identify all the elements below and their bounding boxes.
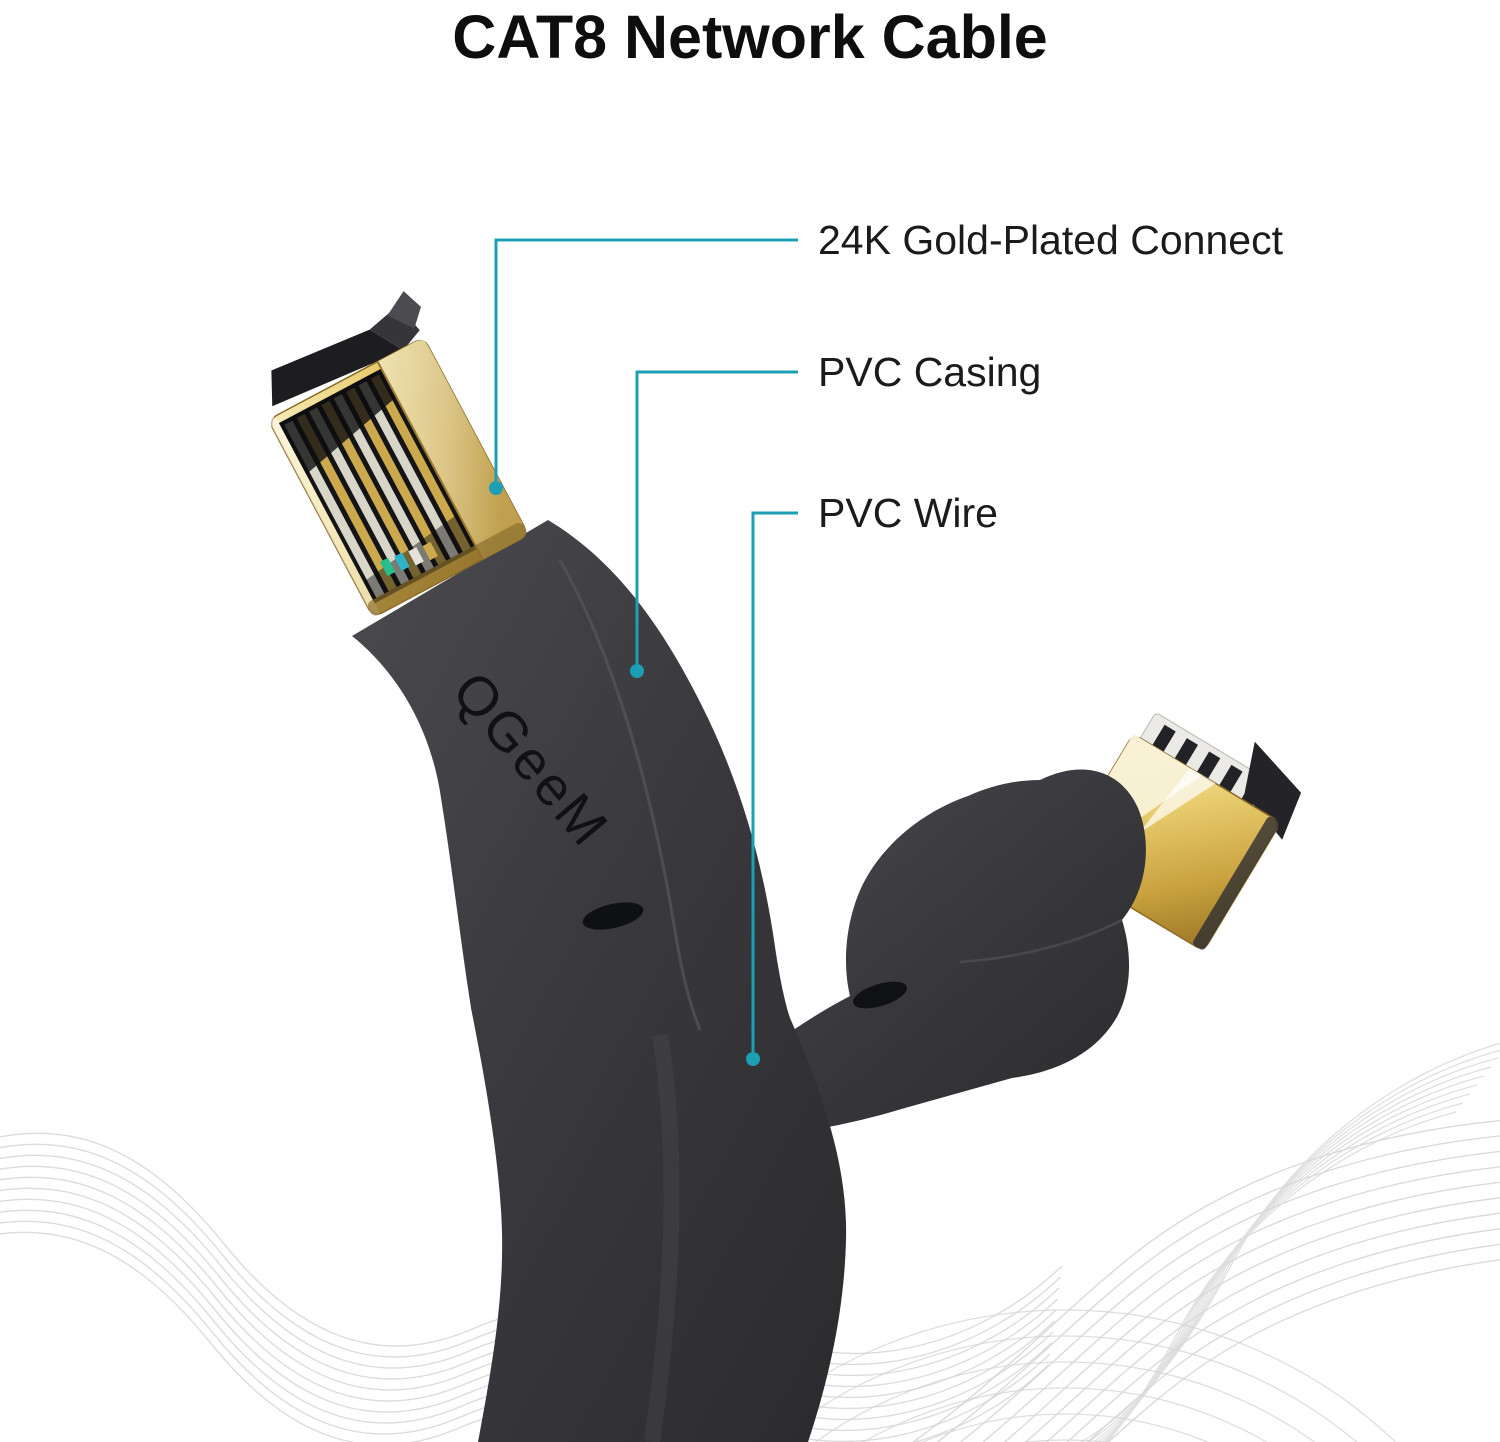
- right-connector-edge-shadow: [1193, 816, 1280, 950]
- left-connector-gold-plate: [377, 340, 526, 560]
- callout-lines: [489, 238, 798, 1066]
- callout-dot-pvc-wire: [746, 1052, 760, 1066]
- callout-line-pvc-wire: [751, 511, 798, 1052]
- page-title: CAT8 Network Cable: [452, 3, 1048, 71]
- background-waves-left: [0, 1132, 1063, 1442]
- left-boot-facet-line: [558, 559, 702, 1031]
- left-connector-pin-shadow-top: [278, 368, 397, 475]
- left-connector-pins: [284, 374, 471, 598]
- callout-line-pvc-casing: [635, 370, 798, 664]
- left-wire-sheen: [644, 1033, 680, 1442]
- right-connector-specular: [1139, 767, 1216, 834]
- left-connector-clip: [271, 329, 404, 407]
- background-waves-bottom-arcs: [733, 1309, 1397, 1442]
- callout-line-gold-plated: [494, 238, 798, 481]
- right-connector-clip: [1244, 741, 1302, 840]
- callout-pvc-wire-pointer: [746, 511, 798, 1066]
- left-connector-left-sheen: [269, 417, 379, 617]
- callout-gold-plated-connect-pointer: [489, 238, 798, 495]
- callout-pvc-casing-pointer: [630, 370, 798, 678]
- left-rj45-connector: [269, 291, 527, 617]
- background-waves-right-falling: [1079, 1042, 1500, 1442]
- callout-label-pvc-wire: PVC Wire: [818, 490, 998, 536]
- left-connector-bottom-edge: [367, 522, 527, 616]
- right-cable-boot: [716, 769, 1146, 1134]
- left-connector-plate-edge: [376, 361, 484, 560]
- callout-dot-pvc-casing: [630, 664, 644, 678]
- right-boot-crease: [959, 918, 1123, 964]
- callout-label-pvc-casing: PVC Casing: [818, 349, 1042, 395]
- left-connector-wire-colors: [379, 541, 438, 577]
- callout-label-gold-plated-connect: 24K Gold-Plated Connect: [818, 217, 1283, 263]
- left-cable-boot-and-wire: QGeeM: [352, 520, 847, 1442]
- left-boot-slot: [582, 902, 644, 930]
- background-waves-right-rising: [912, 1119, 1500, 1442]
- right-boot-slot: [853, 981, 907, 1009]
- left-connector-clip-hook: [387, 291, 421, 329]
- callout-dot-gold-plated: [489, 481, 503, 495]
